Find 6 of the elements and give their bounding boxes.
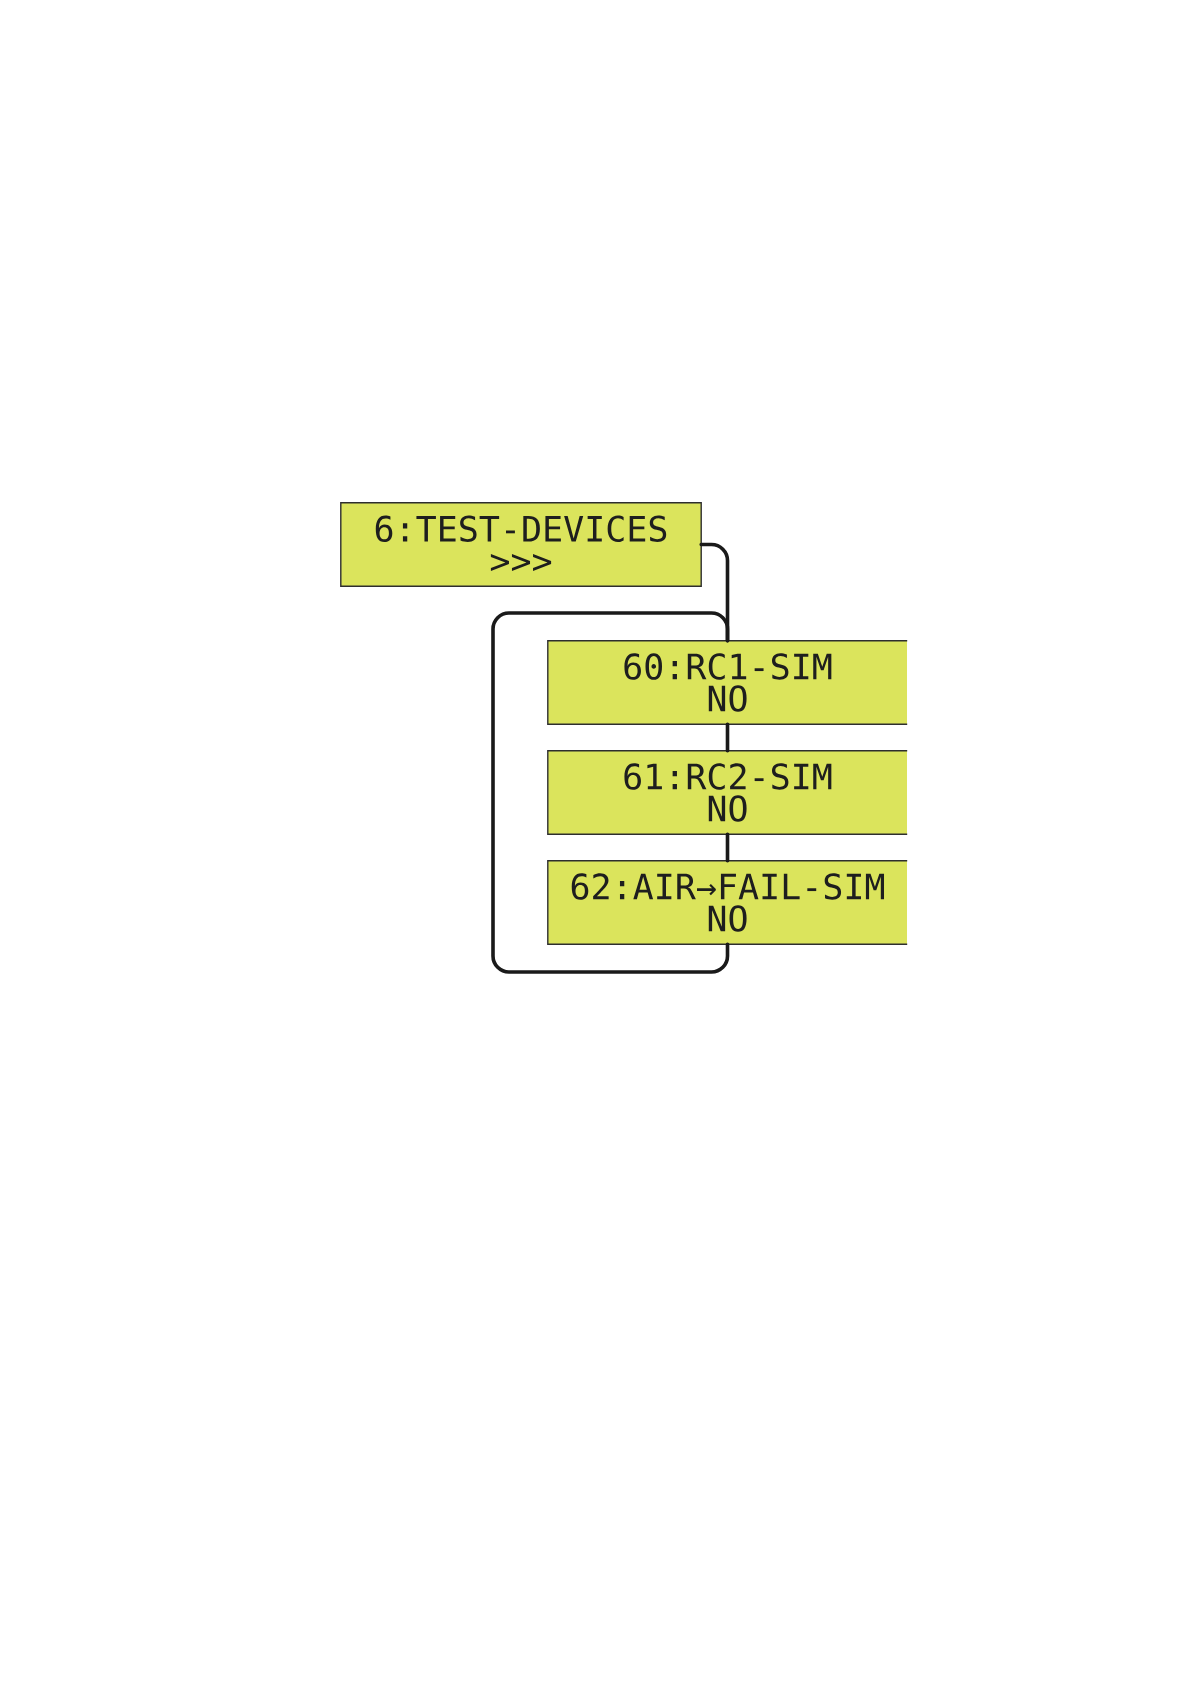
lcd-screen: 61:RC2-SIM NO (547, 750, 908, 835)
connector-line (725, 832, 730, 863)
lcd-screen: 60:RC1-SIM NO (547, 640, 908, 725)
connector-line (725, 722, 730, 753)
lcd-screen: 6:TEST-DEVICES >>> (340, 502, 702, 587)
lcd-screen: 62:AIR→FAIL-SIM NO (547, 860, 908, 945)
